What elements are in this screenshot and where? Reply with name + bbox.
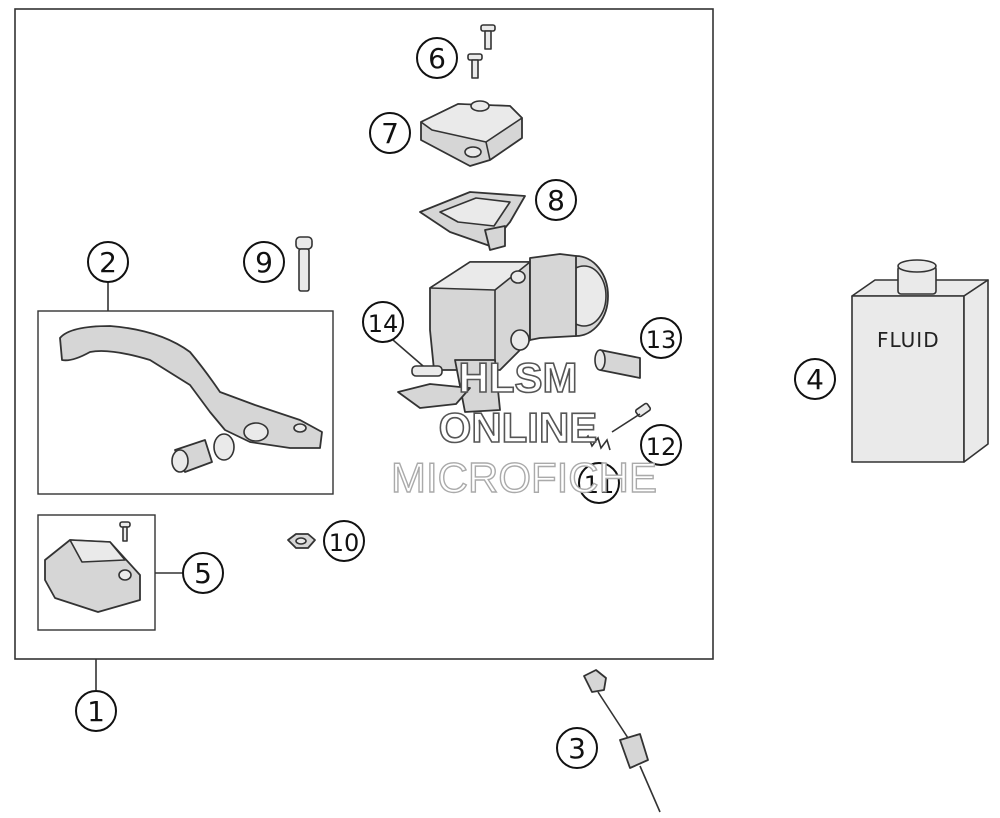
callout-5: 5 (182, 552, 224, 594)
callout-3: 3 (556, 727, 598, 769)
watermark-line-1: HLSM (459, 354, 578, 401)
callout-1: 1 (75, 690, 117, 732)
nut-part-10 (287, 533, 316, 549)
master-cylinder-body (397, 253, 609, 413)
callout-11: 11 (578, 462, 620, 504)
callout-6-label: 6 (428, 42, 446, 75)
callout-11-label: 11 (584, 471, 615, 499)
callout-7-label: 7 (381, 117, 399, 150)
lever-part-2 (59, 325, 323, 473)
bolt-part-9 (295, 236, 313, 292)
brake-line-part-3 (583, 669, 661, 813)
callout-6: 6 (416, 37, 458, 79)
callout-2-label: 2 (99, 246, 117, 279)
callout-7: 7 (369, 112, 411, 154)
callout-14-label: 14 (368, 310, 399, 338)
watermark-line-2: ONLINE (439, 404, 598, 451)
screw-part-6 (467, 24, 496, 79)
diaphragm-part-8 (419, 191, 526, 251)
callout-10: 10 (323, 520, 365, 562)
callout-12: 12 (640, 424, 682, 466)
callout-9-label: 9 (255, 246, 273, 279)
fluid-bottle-part-4 (851, 259, 989, 463)
callout-14: 14 (362, 301, 404, 343)
reservoir-cover-part-7 (420, 100, 523, 167)
callout-13-label: 13 (646, 326, 677, 354)
lever-frame (37, 310, 334, 495)
callout-13: 13 (640, 317, 682, 359)
watermark-line-3: MICROFICHE (391, 454, 657, 501)
fluid-label: FLUID (877, 328, 940, 352)
callout-8: 8 (535, 179, 577, 221)
callout-8-label: 8 (547, 184, 565, 217)
callout-5-label: 5 (194, 557, 212, 590)
cover-part-5 (44, 521, 141, 613)
plunger-part-13 (594, 349, 641, 379)
callout-12-label: 12 (646, 433, 677, 461)
callout-3-label: 3 (568, 732, 586, 765)
adjuster-screw-part-12 (611, 402, 652, 433)
callout-2: 2 (87, 241, 129, 283)
spring-part-11 (581, 434, 611, 451)
callout-1-label: 1 (87, 695, 105, 728)
callout-9: 9 (243, 241, 285, 283)
callout-4-label: 4 (806, 363, 824, 396)
callout-10-label: 10 (329, 529, 360, 557)
assembly-frame (14, 8, 714, 660)
callout-4: 4 (794, 358, 836, 400)
